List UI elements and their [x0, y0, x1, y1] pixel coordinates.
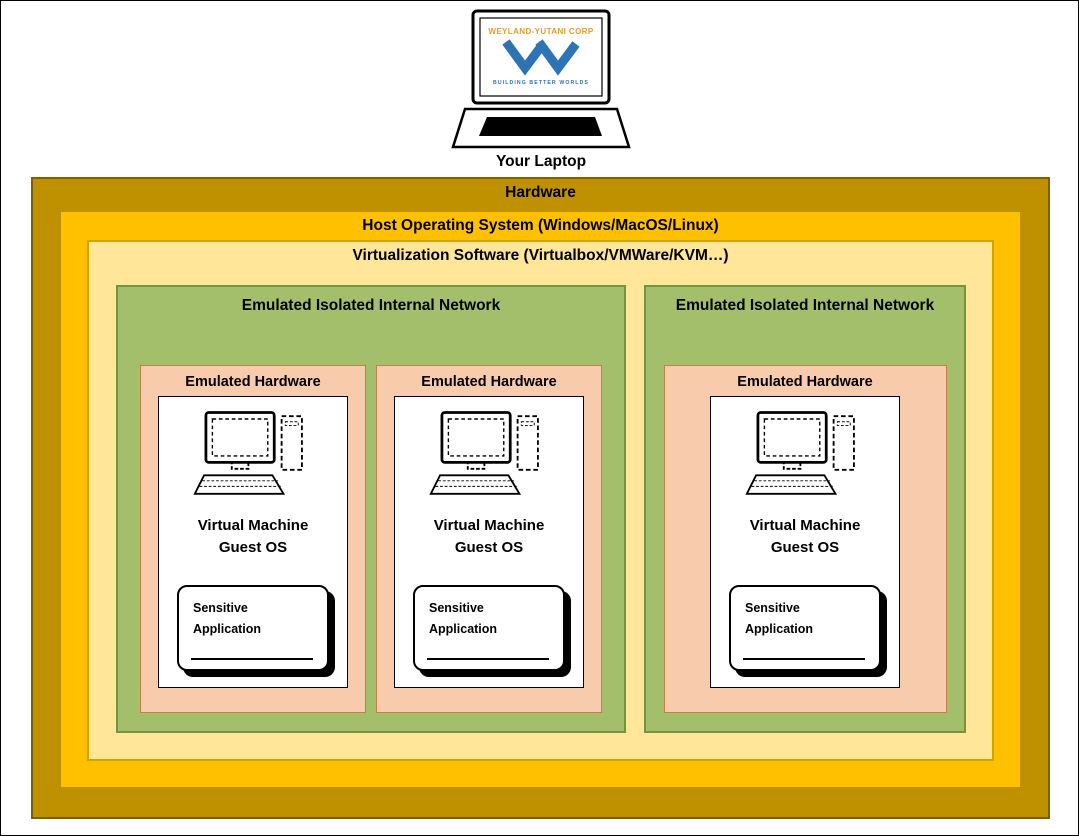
network-1-label: Emulated Isolated Internal Network: [241, 297, 501, 314]
app-label-line-2: Application: [193, 622, 262, 636]
isolated-network-2: Emulated Isolated Internal Network Emula…: [644, 285, 966, 733]
weyland-yutani-logo: WEYLAND-YUTANI CORP BUILDING BETTER WORL…: [488, 27, 593, 86]
sensitive-application-box: Sensitive Application: [413, 585, 565, 671]
app-box-underline: [427, 658, 549, 660]
app-label-line-1: Sensitive: [745, 601, 800, 615]
computer-icon: [193, 411, 303, 495]
computer-icon: [429, 411, 539, 495]
hardware-label: Hardware: [505, 184, 576, 201]
hardware-layer: Hardware Host Operating System (Windows/…: [31, 177, 1050, 819]
vm-label-line-1: Virtual Machine: [197, 517, 309, 534]
vm-label-line-1: Virtual Machine: [433, 517, 545, 534]
emulated-hardware-card: Emulated Hardware: [663, 365, 947, 713]
sensitive-application-label: Sensitive Application: [731, 587, 879, 640]
emulated-hardware-card: Emulated Hardware: [140, 365, 366, 713]
sensitive-application-box: Sensitive Application: [729, 585, 881, 671]
vm-guest-os-box: Virtual Machine Guest OS Sensitive Appli…: [710, 396, 900, 688]
vm-label-line-2: Guest OS: [770, 539, 840, 556]
app-box-underline: [191, 658, 313, 660]
vm-guest-os-label: Virtual Machine Guest OS: [750, 515, 861, 559]
emulated-hardware-label: Emulated Hardware: [737, 374, 873, 390]
network-1-cards: Emulated Hardware: [118, 365, 624, 713]
sensitive-application-label: Sensitive Application: [179, 587, 327, 640]
vm-guest-os-label: Virtual Machine Guest OS: [434, 515, 545, 559]
vm-guest-os-box: Virtual Machine Guest OS Sensitive Appli…: [394, 396, 584, 688]
virtualization-layer: Virtualization Software (Virtualbox/VMWa…: [87, 240, 994, 761]
sensitive-application-box: Sensitive Application: [177, 585, 329, 671]
logo-w-right: [535, 39, 580, 76]
vm-label-line-2: Guest OS: [218, 539, 288, 556]
network-2-cards: Emulated Hardware: [646, 365, 964, 713]
host-os-label: Host Operating System (Windows/MacOS/Lin…: [362, 217, 719, 234]
laptop-illustration: WEYLAND-YUTANI CORP BUILDING BETTER WORL…: [450, 9, 632, 158]
logo-w-left: [502, 39, 547, 76]
app-label-line-2: Application: [745, 622, 814, 636]
vm-guest-os-label: Virtual Machine Guest OS: [198, 515, 309, 559]
vm-guest-os-box: Virtual Machine Guest OS Sensitive Appli…: [158, 396, 348, 688]
host-os-layer: Host Operating System (Windows/MacOS/Lin…: [59, 210, 1022, 789]
vm-label-line-1: Virtual Machine: [749, 517, 861, 534]
emulated-hardware-card: Emulated Hardware: [376, 365, 602, 713]
app-label-line-1: Sensitive: [429, 601, 484, 615]
virtualization-label: Virtualization Software (Virtualbox/VMWa…: [352, 247, 729, 264]
computer-icon: [745, 411, 855, 495]
emulated-hardware-label: Emulated Hardware: [185, 374, 321, 390]
vm-label-line-2: Guest OS: [454, 539, 524, 556]
app-label-line-2: Application: [429, 622, 498, 636]
network-2-label: Emulated Isolated Internal Network: [675, 297, 935, 314]
isolated-network-1: Emulated Isolated Internal Network Emula…: [116, 285, 626, 733]
app-box-underline: [743, 658, 865, 660]
logo-tagline-text: BUILDING BETTER WORLDS: [493, 80, 589, 86]
laptop-icon: WEYLAND-YUTANI CORP BUILDING BETTER WORL…: [451, 9, 631, 149]
laptop-label: Your Laptop: [495, 153, 587, 170]
logo-company-text: WEYLAND-YUTANI CORP: [488, 27, 593, 36]
app-label-line-1: Sensitive: [193, 601, 248, 615]
sensitive-application-label: Sensitive Application: [415, 587, 563, 640]
emulated-hardware-label: Emulated Hardware: [421, 374, 557, 390]
